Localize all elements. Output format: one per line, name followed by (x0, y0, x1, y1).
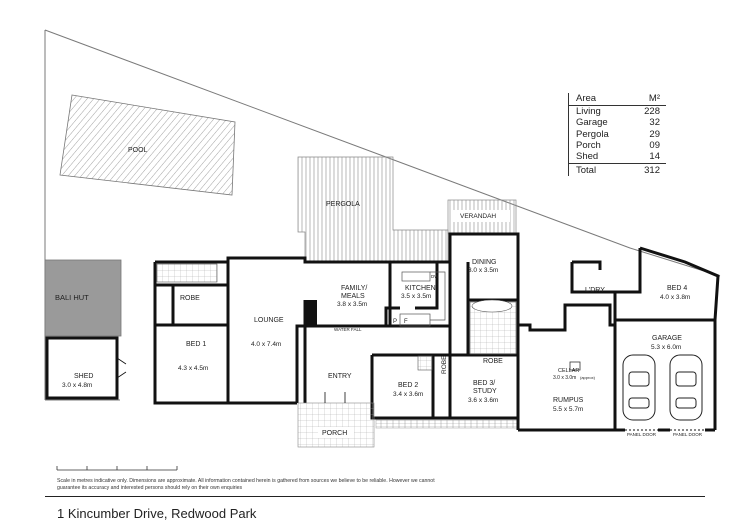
family-label: FAMILY/ (341, 285, 367, 292)
porch-label-bg (318, 427, 354, 438)
area-total-value: 312 (644, 165, 660, 177)
bed2-label: BED 2 (398, 382, 418, 389)
study-label: STUDY (473, 388, 497, 395)
verandah-label-bg (452, 210, 510, 222)
powder-room (417, 355, 433, 371)
cellar-dim: 3.0 x 3.0m (553, 375, 576, 381)
pool-label: POOL (128, 147, 148, 154)
area-row-value: 228 (644, 106, 660, 118)
area-row: Garage 32 (568, 117, 666, 128)
property-address: 1 Kincumber Drive, Redwood Park (57, 506, 257, 521)
porch-label: PORCH (322, 430, 347, 437)
panel-door-2-label: PANEL DOOR (673, 432, 703, 437)
shed (45, 336, 119, 400)
pergola-label: PERGOLA (326, 201, 360, 208)
bed4-dim: 4.0 x 3.8m (660, 294, 690, 301)
garage-dim: 5.3 x 6.0m (651, 344, 681, 351)
area-total-label: Total (576, 165, 597, 177)
area-row: Shed 14 (568, 151, 666, 162)
area-row: Porch 09 (568, 140, 666, 151)
pergola-deck (297, 156, 449, 263)
entry-label: ENTRY (328, 373, 352, 380)
path-strip (375, 419, 519, 429)
footer-divider (45, 496, 705, 497)
bali-hut-label: BALI HUT (55, 293, 89, 302)
area-row-label: Porch (576, 139, 601, 151)
lounge-label: LOUNGE (254, 317, 284, 324)
area-row-label: Living (576, 106, 601, 118)
kitchen-fittings (399, 271, 446, 327)
area-row-label: Shed (576, 151, 599, 163)
car-2 (669, 354, 703, 421)
area-total-row: Total 312 (568, 163, 666, 176)
bali-hut (44, 259, 122, 337)
dw-label: DW (431, 274, 439, 279)
rumpus-dim: 5.5 x 5.7m (553, 406, 583, 413)
scale-bar (56, 466, 178, 471)
bed4-label: BED 4 (667, 285, 687, 292)
garage-label: GARAGE (652, 335, 682, 342)
kitchen-dim: 3.5 x 3.5m (401, 293, 431, 300)
robe-bed1-label: ROBE (180, 295, 200, 302)
area-table-header: Area M² (568, 93, 666, 107)
entry-doors (324, 392, 346, 403)
panel-door-1-label: PANEL DOOR (627, 432, 657, 437)
shed-label: SHED (74, 373, 93, 380)
bathtub (471, 299, 513, 313)
bed3-dim: 3.6 x 3.6m (468, 397, 498, 404)
area-row-value: 32 (649, 117, 660, 129)
cellar-note: (approx) (580, 375, 596, 380)
dining-dim: 3.0 x 3.5m (468, 267, 498, 274)
area-header-label: Area (576, 93, 597, 104)
lounge-dim: 4.0 x 7.4m (251, 341, 281, 348)
fridge-label: F (404, 319, 408, 325)
area-row-label: Garage (576, 117, 608, 129)
rumpus-label: RUMPUS (553, 397, 584, 404)
dining-label: DINING (472, 259, 497, 266)
shed-dim: 3.0 x 4.8m (62, 382, 92, 389)
cellar-label: CELLAR (558, 368, 579, 374)
robe-bed3-label: ROBE (483, 358, 503, 365)
meals-label: MEALS (341, 293, 365, 300)
area-row: Living 228 (568, 106, 666, 117)
pantry-label: P (393, 319, 397, 325)
area-row-value: 09 (649, 139, 660, 151)
ensuite (156, 263, 218, 283)
area-row-label: Pergola (576, 128, 609, 140)
bed2-dim: 3.4 x 3.6m (393, 391, 423, 398)
fireplace (306, 300, 317, 326)
shed-door (116, 357, 127, 379)
area-row: Pergola 29 (568, 129, 666, 140)
pool (59, 94, 236, 196)
bed1-label: BED 1 (186, 341, 206, 348)
area-row-value: 29 (649, 128, 660, 140)
bed1-dim: 4.3 x 4.5m (178, 365, 208, 372)
kitchen-label: KITCHEN (405, 285, 436, 292)
area-row-value: 14 (649, 151, 660, 163)
porch-area (297, 402, 375, 448)
rumpus-garage-walls (516, 246, 720, 432)
disclaimer-text: Scale in metres indicative only. Dimensi… (57, 478, 435, 491)
water-fall-label: WATER FALL (334, 327, 362, 332)
family-dim: 3.8 x 3.5m (337, 301, 367, 308)
car-1 (622, 354, 656, 421)
robe-bed2-label: ROBE (441, 355, 448, 374)
area-header-unit: M² (648, 93, 660, 104)
verandah-label: VERANDAH (460, 213, 496, 220)
area-table: Area M² Living 228 Garage 32 Pergola 29 … (568, 93, 666, 177)
cellar-hatch (569, 361, 581, 371)
bed3-label: BED 3/ (473, 380, 495, 387)
house-walls (153, 232, 520, 420)
laundry-label: L'DRY (585, 287, 605, 294)
